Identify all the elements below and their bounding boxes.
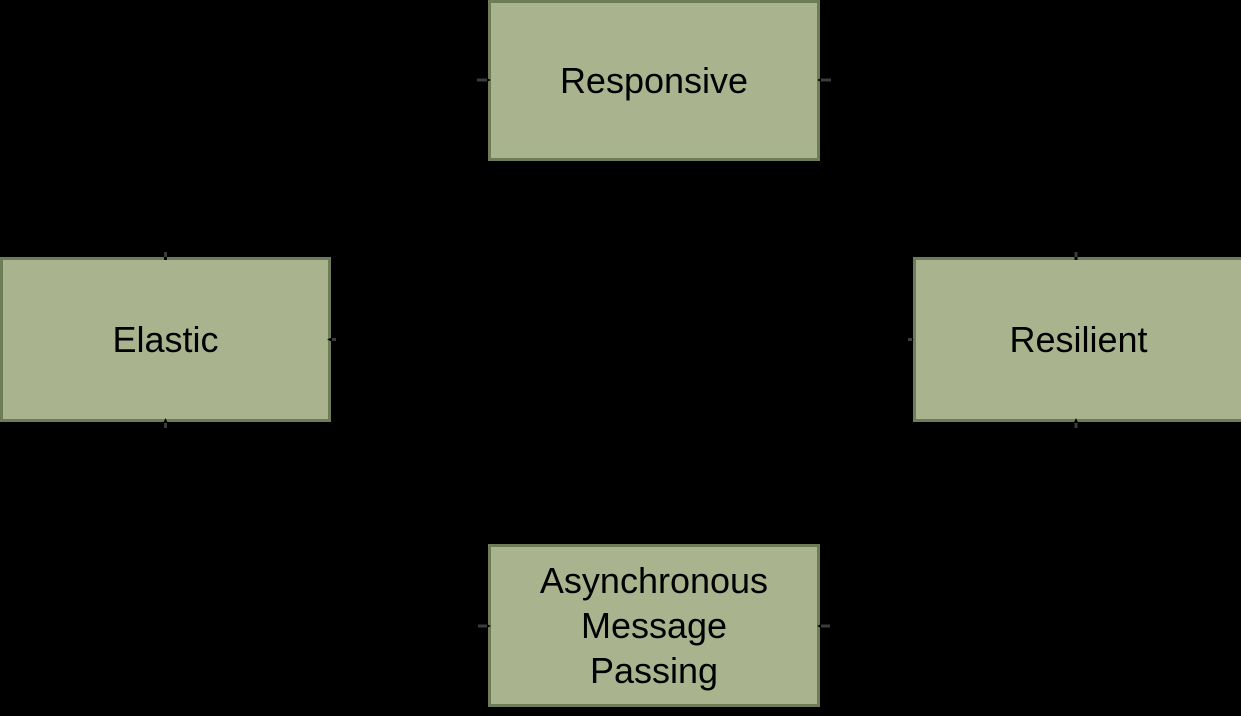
node-elastic-label: Elastic bbox=[112, 319, 219, 360]
connector-message-to-elastic bbox=[164, 424, 487, 628]
node-resilient-label: Resilient bbox=[1009, 319, 1148, 360]
node-asynchronous-message-passing: Asynchronous Message Passing bbox=[488, 544, 820, 707]
node-responsive-label: Responsive bbox=[559, 60, 749, 101]
node-responsive: Responsive bbox=[488, 0, 820, 161]
node-elastic: Elastic bbox=[0, 257, 331, 422]
connector-elastic-to-responsive bbox=[164, 78, 478, 260]
node-asynchronous-message-passing-label: Asynchronous Message Passing bbox=[539, 560, 769, 691]
node-resilient: Resilient bbox=[913, 257, 1241, 422]
connector-message-to-resilient bbox=[821, 424, 1078, 628]
connector-resilient-to-responsive bbox=[830, 78, 1078, 260]
